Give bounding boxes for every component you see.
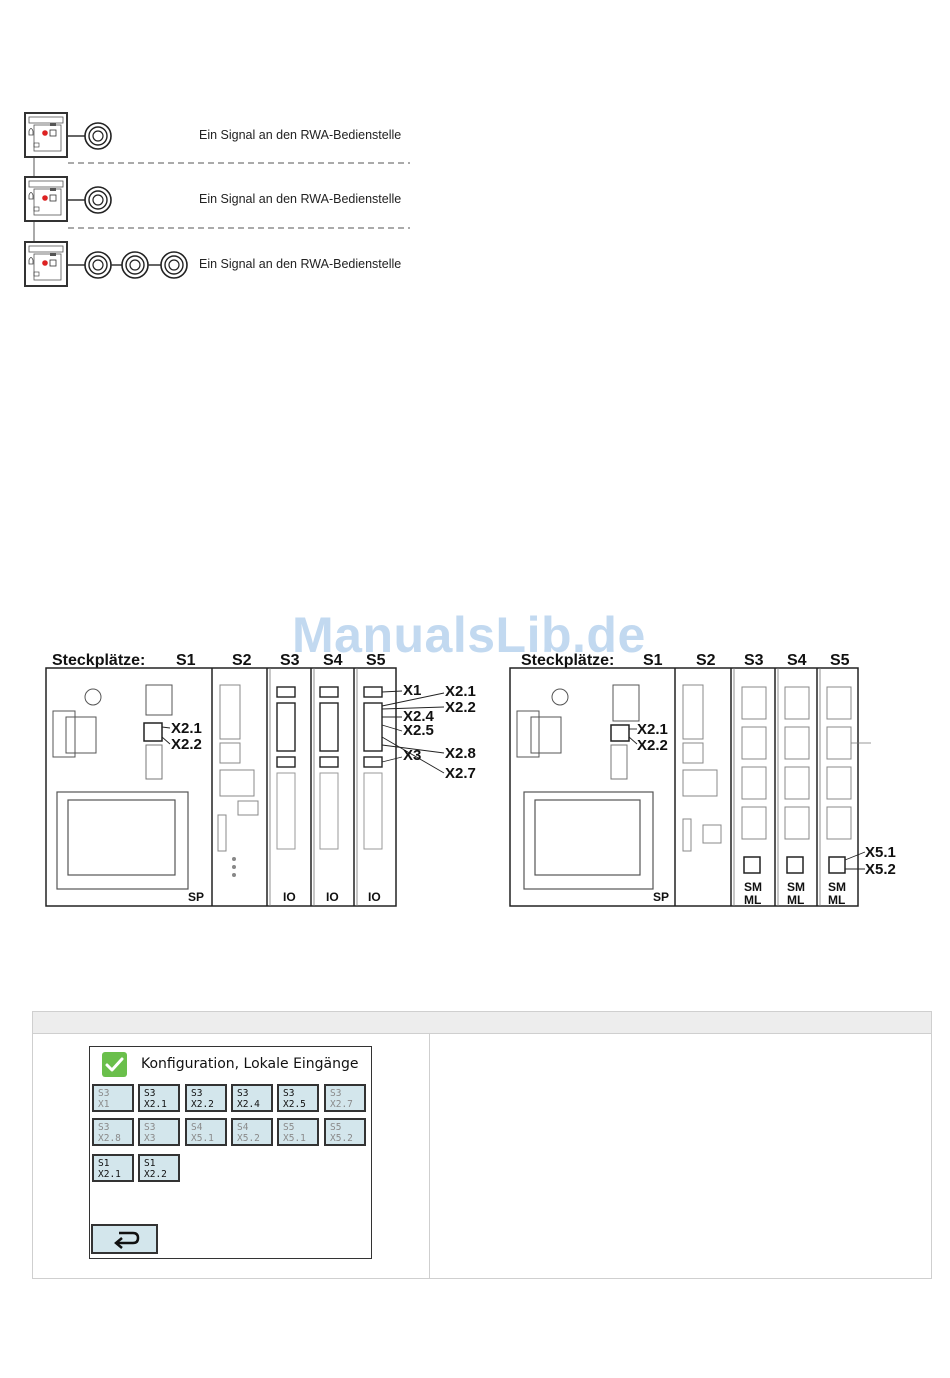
signal-label: Ein Signal an den RWA-Bedienstelle	[199, 257, 402, 271]
table-column-divider	[429, 1034, 430, 1278]
tile-connector: X2.4	[237, 1099, 260, 1110]
signal-diagram	[24, 112, 410, 287]
callout-x2-5: X2.5	[403, 722, 434, 739]
tile-connector: X5.1	[283, 1133, 306, 1144]
module-label-io: IO	[368, 890, 381, 904]
tile-connector: X5.2	[237, 1133, 260, 1144]
callout-x2-4: X2.4	[403, 708, 435, 725]
control-panel-icon	[24, 112, 68, 158]
back-button[interactable]	[91, 1224, 158, 1254]
tile-connector: X5.2	[330, 1133, 353, 1144]
table-header	[33, 1012, 931, 1034]
smoke-detector-icon	[160, 251, 188, 279]
tile-slot: S3	[98, 1122, 110, 1133]
module-label-io: IO	[283, 890, 296, 904]
tile-slot: S3	[191, 1088, 203, 1099]
tile-connector: X1	[98, 1099, 110, 1110]
tile-connector: X2.7	[330, 1099, 353, 1110]
slot-label-s4: S4	[323, 652, 343, 669]
tile-slot: S3	[144, 1122, 156, 1133]
callout-x1: X1	[403, 682, 421, 699]
tile-slot: S1	[144, 1158, 156, 1169]
tile-slot: S3	[144, 1088, 156, 1099]
tile-connector: X2.2	[191, 1099, 214, 1110]
callout-x5-1: X5.1	[865, 844, 896, 861]
checkmark-icon[interactable]	[102, 1052, 127, 1077]
diagram-title: Steckplätze:	[521, 652, 614, 669]
signal-label: Ein Signal an den RWA-Bedienstelle	[199, 128, 402, 142]
tile-slot: S1	[98, 1158, 110, 1169]
tile-connector: X5.1	[191, 1133, 214, 1144]
rack-diagram-right: Steckplätze: S1 S2 S3 S4 S5 X5.1 X5.2 X2…	[509, 652, 896, 907]
tile-slot: S4	[237, 1122, 249, 1133]
callout-x5-2: X5.2	[865, 861, 896, 878]
tile-slot: S3	[98, 1088, 110, 1099]
s1-callout-x2-1: X2.1	[637, 721, 668, 738]
tile-connector: X3	[144, 1133, 156, 1144]
slot-label-s2: S2	[696, 652, 716, 669]
smoke-detector-icon	[84, 186, 112, 214]
tile-slot: S3	[330, 1088, 342, 1099]
signal-label: Ein Signal an den RWA-Bedienstelle	[199, 192, 402, 206]
slot-label-s4: S4	[787, 652, 807, 669]
control-panel-icon	[24, 176, 68, 222]
screen-title: Konfiguration, Lokale Eingänge	[141, 1056, 359, 1072]
module-label-sp: SP	[188, 890, 204, 904]
rack-diagram-left: Steckplätze: S1 S2 S3 S4 S5	[45, 652, 476, 907]
slot-label-s2: S2	[232, 652, 252, 669]
module-label-io: IO	[326, 890, 339, 904]
diagram-title: Steckplätze:	[52, 652, 145, 669]
callout-x3: X3	[403, 747, 421, 764]
slot-label-s5: S5	[366, 652, 386, 669]
tile-connector: X2.2	[144, 1169, 167, 1180]
callout-x2-1: X2.1	[445, 683, 476, 700]
tile-slot: S5	[283, 1122, 295, 1133]
smoke-detector-icon	[84, 122, 112, 150]
control-panel-icon	[24, 241, 68, 287]
module-label-sp: SP	[653, 890, 669, 904]
tile-connector: X2.1	[98, 1169, 121, 1180]
smoke-detector-icon	[121, 251, 149, 279]
s1-callout-x2-2: X2.2	[637, 737, 668, 754]
s1-callout-x2-1: X2.1	[171, 720, 202, 737]
tile-slot: S5	[330, 1122, 342, 1133]
tile-connector: X2.8	[98, 1133, 121, 1144]
slot-label-s1: S1	[176, 652, 196, 669]
slot-label-s3: S3	[744, 652, 764, 669]
slot-label-s5: S5	[830, 652, 850, 669]
tile-slot: S3	[283, 1088, 295, 1099]
watermark: ManualsLib.de	[292, 607, 646, 663]
slot-label-s3: S3	[280, 652, 300, 669]
callout-x2-8: X2.8	[445, 745, 476, 762]
callout-x2-2: X2.2	[445, 699, 476, 716]
config-table	[32, 1011, 932, 1279]
s1-callout-x2-2: X2.2	[171, 736, 202, 753]
tile-slot: S3	[237, 1088, 249, 1099]
return-arrow-icon	[114, 1231, 140, 1249]
slot-label-s1: S1	[643, 652, 663, 669]
callout-x2-7: X2.7	[445, 765, 476, 782]
tile-slot: S4	[191, 1122, 203, 1133]
tile-connector: X2.5	[283, 1099, 306, 1110]
tile-connector: X2.1	[144, 1099, 167, 1110]
smoke-detector-icon	[84, 251, 112, 279]
